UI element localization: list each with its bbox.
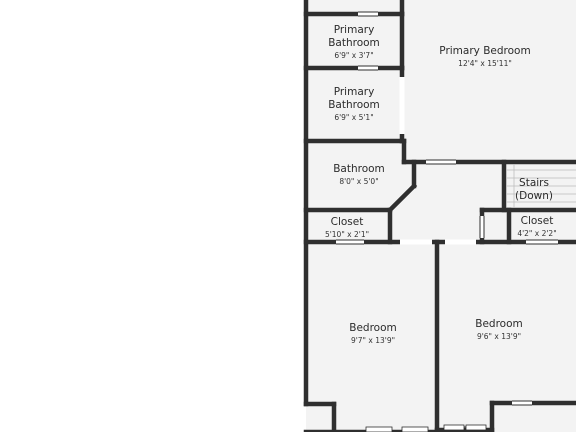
- bedroom-left-name: Bedroom: [349, 322, 397, 334]
- bathroom-name: Bathroom: [333, 163, 385, 175]
- walls: [303, 0, 576, 432]
- bedroom-left-dims: 9'7" x 13'9": [351, 336, 395, 345]
- primary-bedroom-name: Primary Bedroom: [439, 45, 530, 57]
- floor-area: [306, 0, 576, 432]
- bottom-windows: [365, 424, 487, 432]
- bedroom-right-name: Bedroom: [475, 318, 523, 330]
- stairs-name-line2: (Down): [515, 190, 553, 202]
- primary-bathroom-2-dims: 6'9" x 5'1": [334, 113, 373, 122]
- primary-bathroom-1-dims: 6'9" x 3'7": [334, 51, 373, 60]
- stairs-name-line1: Stairs: [519, 177, 549, 189]
- primary-bathroom-2-name-line2: Bathroom: [328, 99, 380, 111]
- openings: [336, 11, 558, 406]
- bedroom-right-dims: 9'6" x 13'9": [477, 332, 521, 341]
- bathroom-dims: 8'0" x 5'0": [339, 177, 378, 186]
- primary-bedroom-dims: 12'4" x 15'11": [458, 59, 512, 68]
- primary-bathroom-2-name-line1: Primary: [334, 86, 375, 98]
- closet-right-name: Closet: [521, 215, 554, 227]
- closet-left-dims: 5'10" x 2'1": [325, 230, 369, 239]
- closet-right-dims: 4'2" x 2'2": [517, 229, 556, 238]
- primary-bathroom-1-name-line2: Bathroom: [328, 37, 380, 49]
- windows: [336, 11, 558, 430]
- primary-bathroom-1-name-line1: Primary: [334, 24, 375, 36]
- closet-left-name: Closet: [331, 216, 364, 228]
- stairs-treads: [506, 164, 576, 208]
